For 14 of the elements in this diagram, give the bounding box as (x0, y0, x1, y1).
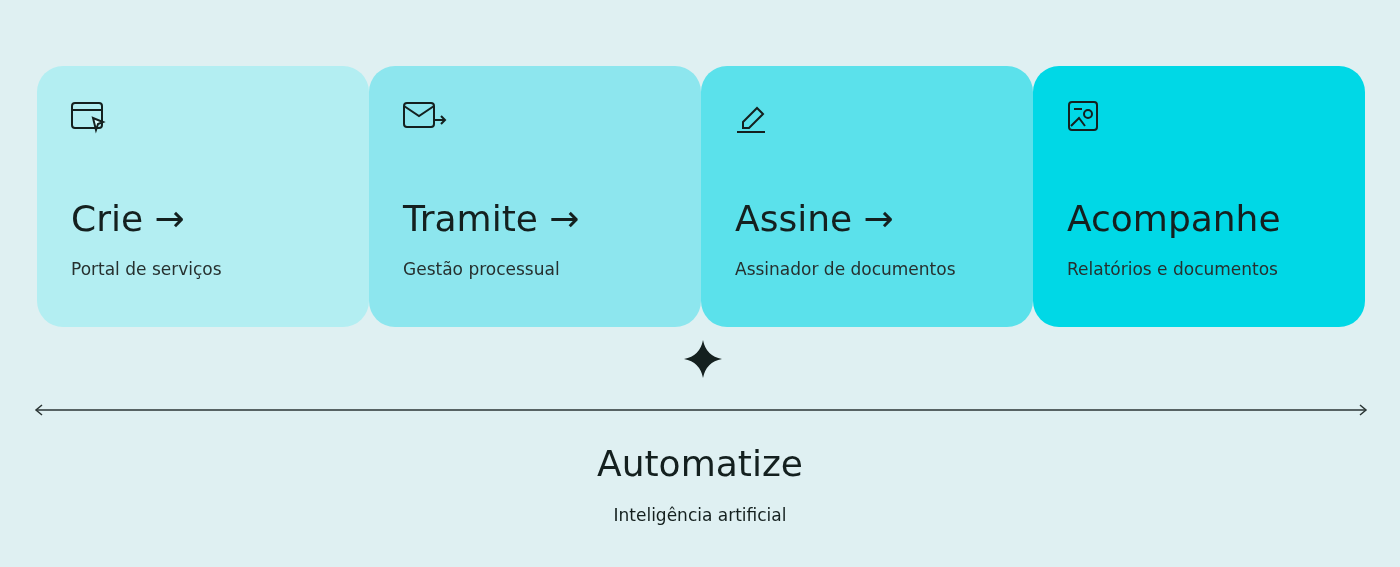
step-title: Crie → (71, 198, 185, 239)
step-title: Tramite → (403, 198, 580, 239)
step-subtitle: Assinador de documentos (735, 259, 956, 279)
step-title: Acompanhe (1067, 198, 1281, 239)
step-title: Assine → (735, 198, 894, 239)
section-subtitle: Inteligência artificial (612, 505, 788, 525)
step-card (369, 66, 701, 327)
step-card (701, 66, 1033, 327)
step-card (1033, 66, 1365, 327)
step-subtitle: Portal de serviços (71, 259, 222, 279)
step-subtitle: Relatórios e documentos (1067, 259, 1278, 279)
step-subtitle: Gestão processual (403, 259, 560, 279)
step-card (37, 66, 369, 327)
section-heading: Automatize (596, 443, 804, 484)
